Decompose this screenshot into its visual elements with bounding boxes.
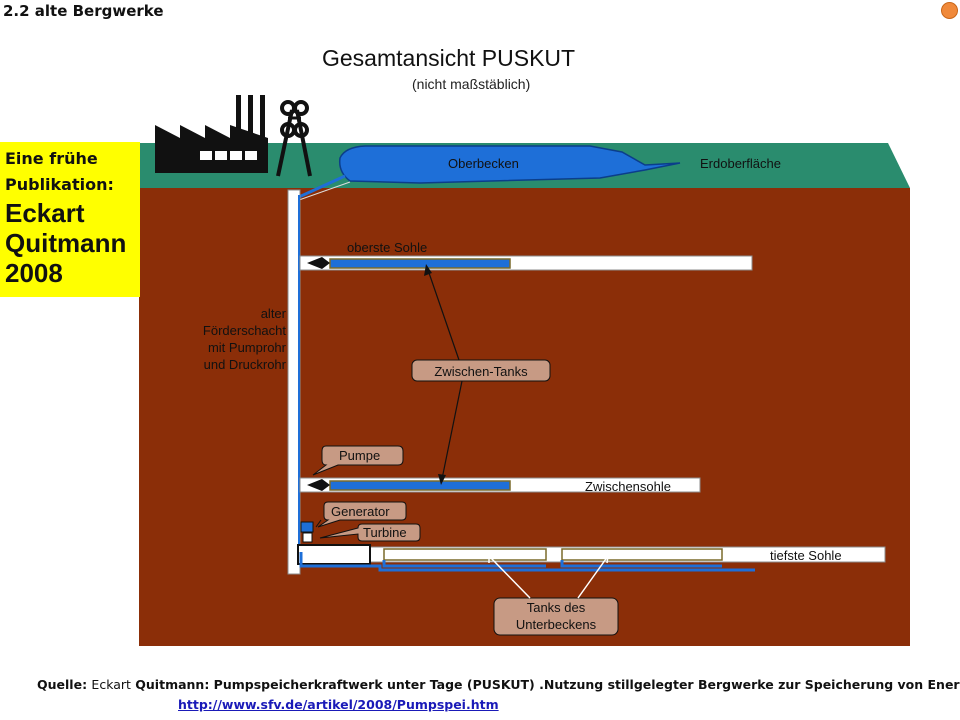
label-turbine: Turbine	[363, 525, 407, 540]
source-text: Quitmann: Pumpspeicherkraftwerk unter Ta…	[135, 677, 960, 692]
publication-author-last: Quitmann	[5, 228, 127, 258]
label-zwischen-tanks: Zwischen-Tanks	[434, 364, 528, 379]
callout-pumpe	[312, 445, 404, 476]
publication-line-1: Eine frühe	[5, 149, 98, 168]
publication-note: Eine frühe Publikation: Eckart Quitmann …	[0, 142, 140, 297]
label-schacht-2: Förderschacht	[203, 323, 286, 338]
generator-turbine-icon	[300, 519, 322, 543]
publication-author-first: Eckart	[5, 198, 85, 228]
callout-tanks-unterbecken	[493, 597, 619, 636]
lower-water-pipe	[299, 552, 755, 572]
tank-unterbecken-1	[383, 548, 547, 561]
source-label: Quelle	[37, 677, 83, 692]
upper-reservoir	[338, 145, 681, 184]
label-schacht-4: und Druckrohr	[204, 357, 287, 372]
pump-icon-zwischen	[307, 479, 330, 491]
label-zwischensohle: Zwischensohle	[585, 479, 671, 494]
factory-icon	[155, 95, 268, 173]
callout-zwischen-tanks	[411, 359, 551, 382]
section-title: 2.2 alte Bergwerke	[3, 2, 164, 20]
tank-unterbecken-2	[561, 548, 723, 561]
orange-dot-icon	[941, 2, 958, 19]
arrows-zwischen-tanks	[424, 264, 463, 485]
diagram-title: Gesamtansicht PUSKUT	[322, 45, 575, 71]
inlet-pipe	[298, 174, 346, 199]
callout-turbine	[319, 523, 421, 542]
label-tanks-unterbecken-1: Tanks des	[527, 600, 586, 615]
arrows-tanks-unterbecken	[488, 555, 609, 599]
label-tanks-unterbecken-2: Unterbeckens	[516, 617, 597, 632]
label-schacht-3: mit Pumprohr	[208, 340, 287, 355]
source-author-first: Eckart	[91, 677, 131, 692]
tank-oberste-sohle	[329, 258, 511, 269]
tank-zwischensohle	[329, 480, 511, 491]
callout-generator	[317, 501, 407, 528]
label-oberste-sohle: oberste Sohle	[347, 240, 427, 255]
publication-line-2: Publikation:	[5, 175, 114, 194]
diagram-subtitle: (nicht maßstäblich)	[412, 76, 530, 92]
machine-room	[297, 544, 371, 565]
label-schacht-1: alter	[261, 306, 287, 321]
source-citation: Quelle: Eckart Quitmann: Pumpspeicherkra…	[37, 677, 960, 692]
label-pumpe: Pumpe	[339, 448, 380, 463]
label-erdoberflaeche: Erdoberfläche	[700, 156, 781, 171]
label-generator: Generator	[331, 504, 390, 519]
source-link[interactable]: http://www.sfv.de/artikel/2008/Pumpspei.…	[178, 697, 499, 712]
headframe-icon	[276, 100, 312, 177]
label-oberbecken: Oberbecken	[448, 156, 519, 171]
label-tiefste-sohle: tiefste Sohle	[770, 548, 842, 563]
pump-icon-oberste	[307, 257, 330, 269]
publication-year: 2008	[5, 258, 63, 288]
